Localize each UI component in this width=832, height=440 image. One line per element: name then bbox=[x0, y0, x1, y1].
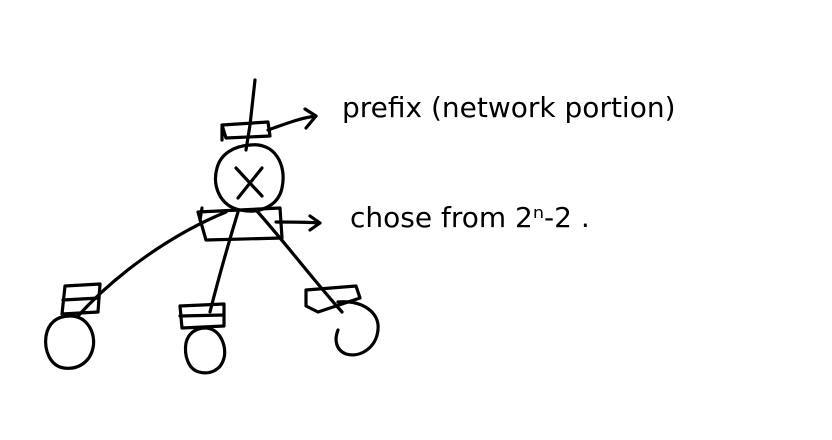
root-uplink-line bbox=[244, 78, 257, 152]
prefix-arrow bbox=[266, 107, 318, 132]
right-child-node-circle bbox=[334, 300, 380, 357]
branch-left bbox=[76, 210, 228, 318]
left-child-box bbox=[60, 282, 102, 316]
middle-child-node-circle bbox=[183, 326, 227, 375]
left-child-node-circle bbox=[44, 314, 96, 370]
root-node-x-mark bbox=[234, 166, 264, 200]
branch-right bbox=[254, 208, 344, 314]
branch-middle bbox=[208, 210, 240, 314]
prefix-annotation: prefix (network portion) bbox=[342, 91, 676, 124]
root-node-circle bbox=[214, 143, 285, 213]
prefix-box bbox=[220, 120, 272, 142]
choose-arrow bbox=[274, 214, 322, 232]
middle-child-box bbox=[178, 302, 226, 330]
choose-annotation: chose from 2ⁿ-2 . bbox=[350, 201, 590, 234]
right-child-box bbox=[304, 284, 362, 314]
